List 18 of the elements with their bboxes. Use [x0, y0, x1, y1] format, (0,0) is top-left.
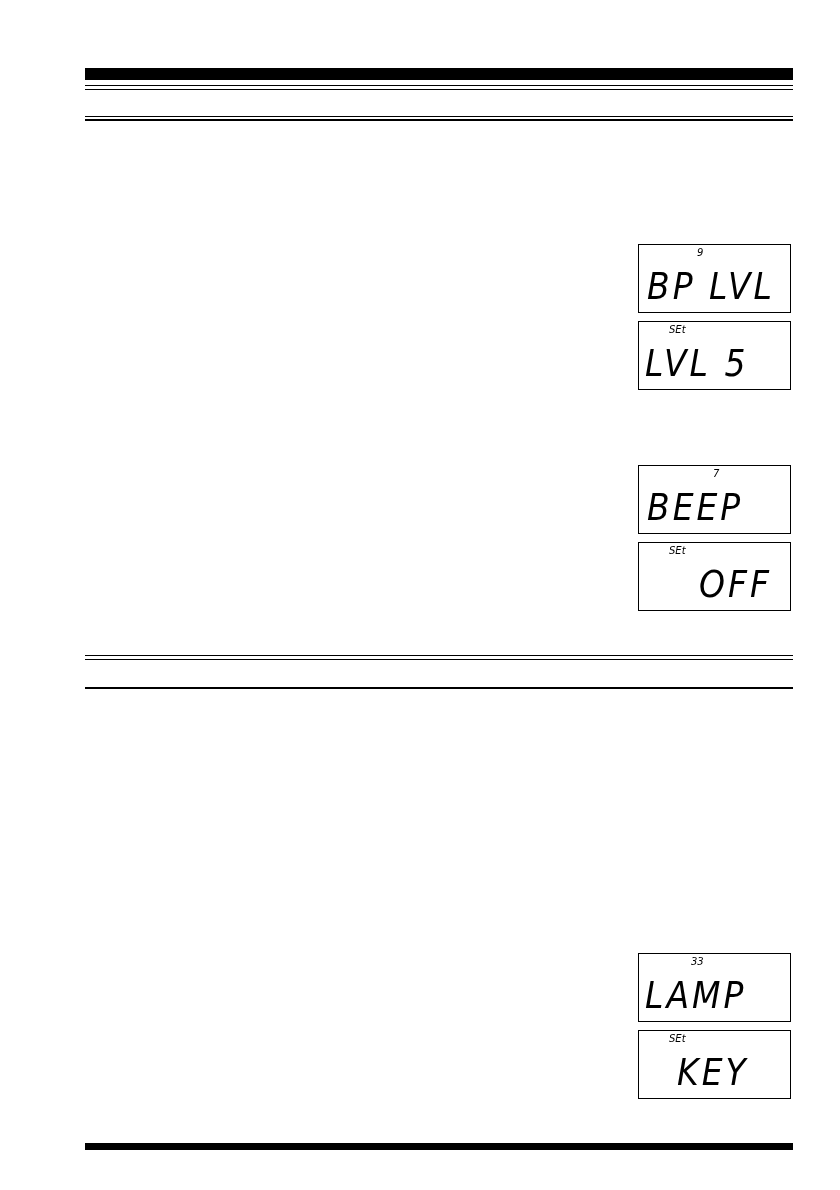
display-indicator: 33: [691, 956, 704, 967]
display-indicator: SEt: [669, 545, 686, 556]
display-readout: OFF: [699, 561, 772, 607]
display-indicator: 9: [697, 247, 704, 258]
lcd-display: [638, 244, 791, 313]
lcd-display: [638, 321, 791, 390]
display-readout: KEY: [677, 1049, 749, 1095]
lcd-display: [638, 465, 791, 534]
display-readout: BP LVL: [647, 263, 775, 309]
display-indicator: SEt: [669, 324, 686, 335]
display-readout: LVL 5: [645, 340, 749, 386]
display-indicator: 7: [713, 468, 720, 479]
lcd-display: [638, 542, 791, 611]
display-indicator: SEt: [669, 1033, 686, 1044]
lcd-display: [638, 953, 791, 1022]
display-readout: LAMP: [645, 972, 747, 1018]
lcd-display: [638, 1030, 791, 1099]
display-readout: BEEP: [647, 484, 744, 530]
